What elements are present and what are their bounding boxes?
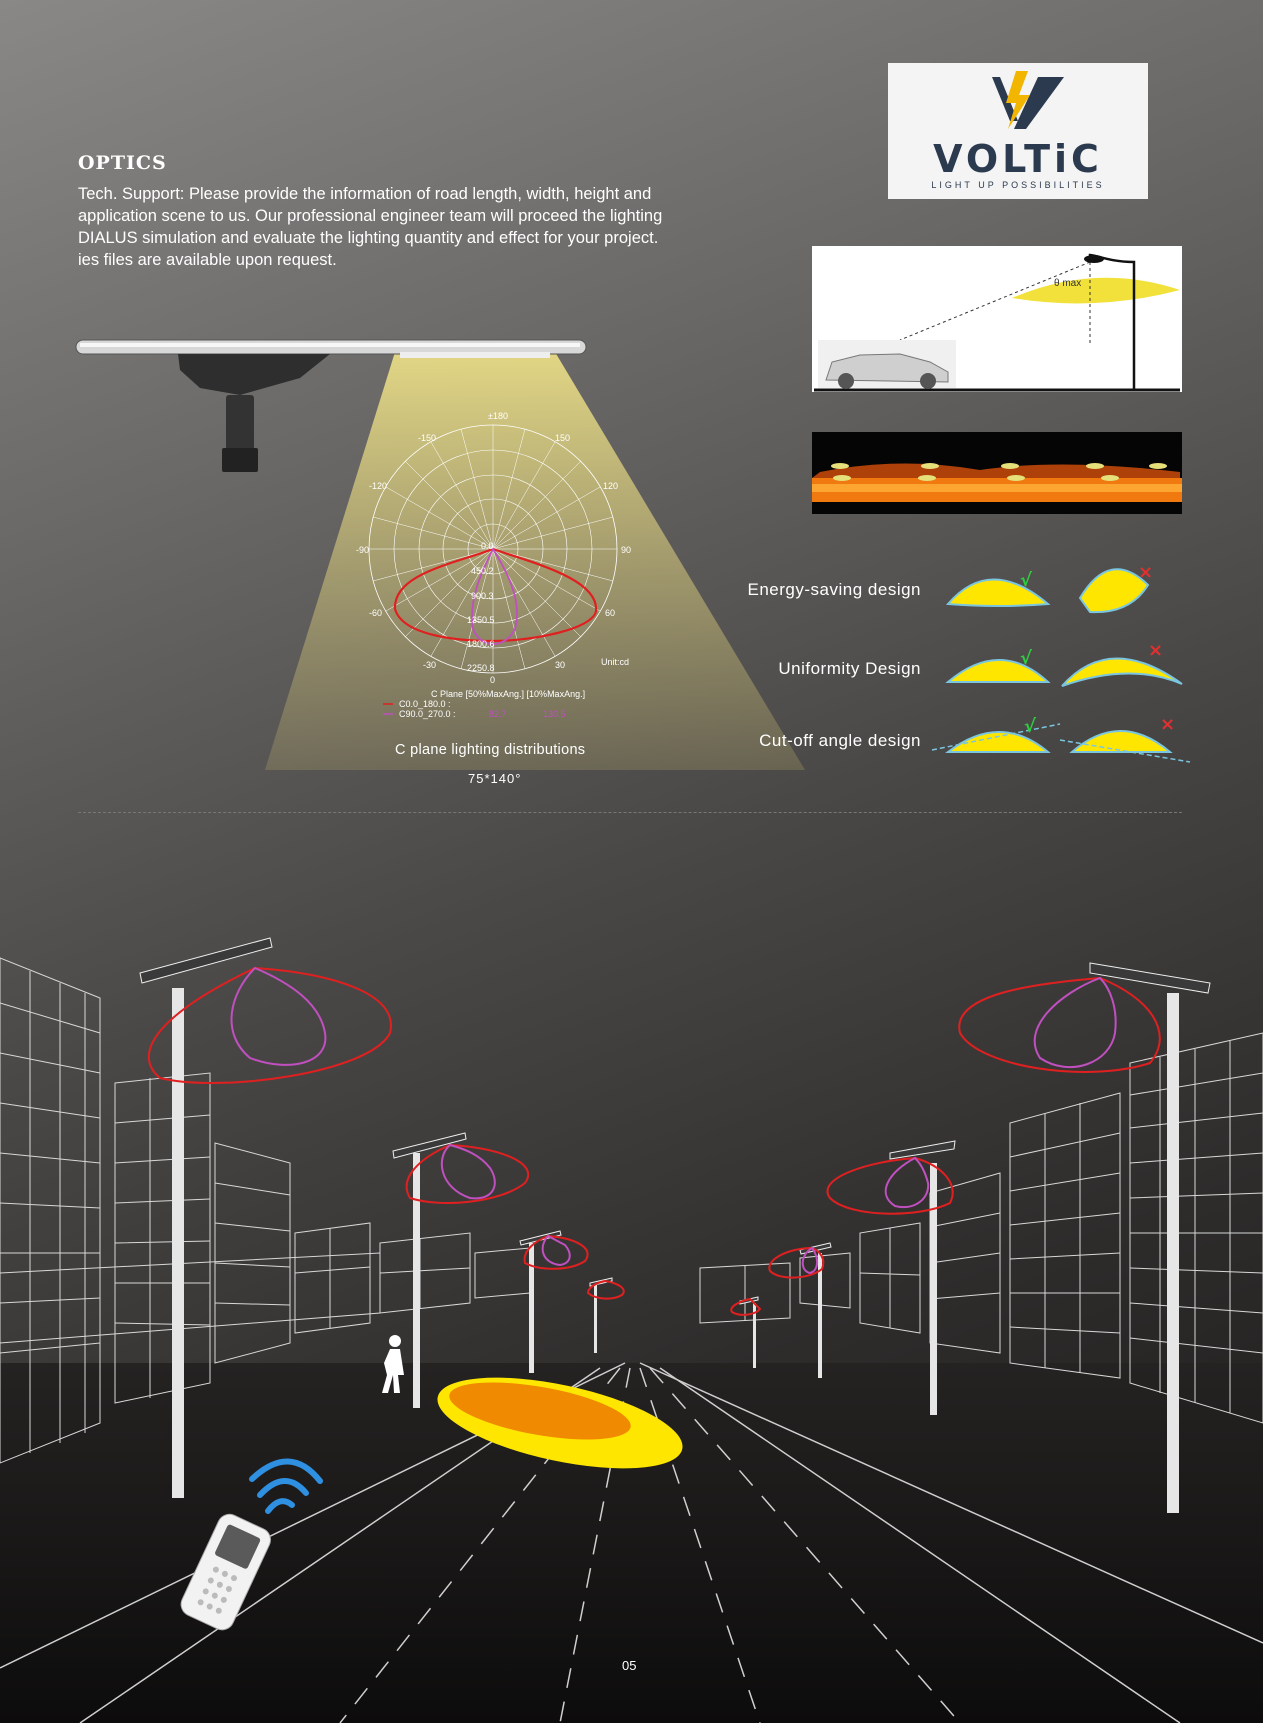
angle-label: -60 bbox=[369, 608, 382, 618]
intro-line: application scene to us. Our professiona… bbox=[78, 207, 663, 225]
brand-tagline: LIGHT UP POSSIBILITIES bbox=[931, 180, 1105, 190]
brand-name: VOLTiC bbox=[933, 137, 1103, 181]
road-simulation bbox=[812, 432, 1182, 514]
polar-caption: C plane lighting distributions bbox=[395, 742, 586, 758]
remote-control-icon bbox=[180, 1513, 271, 1631]
good-mark-icon: √ bbox=[1020, 570, 1033, 591]
intro-line: Tech. Support: Please provide the inform… bbox=[78, 185, 652, 203]
radial-label: 900.3 bbox=[471, 591, 494, 601]
radial-label: 450.2 bbox=[471, 566, 494, 576]
street-scene bbox=[0, 937, 1263, 1723]
angle-label: -120 bbox=[369, 481, 387, 491]
legend-value: 82.7 bbox=[489, 709, 507, 719]
angle-label: 60 bbox=[605, 608, 615, 618]
bad-mark-icon: × bbox=[1160, 714, 1175, 735]
legend-label: C0.0_180.0 : bbox=[399, 699, 451, 709]
legend-value: 130.5 bbox=[543, 709, 566, 719]
angle-label: ±180 bbox=[488, 411, 508, 421]
street-light-fixture bbox=[75, 339, 587, 472]
section-title: OPTICS bbox=[78, 152, 167, 174]
lamp-heads bbox=[139, 937, 1211, 1305]
luminaire-photometry: ±180 -150 150 -120 120 -90 90 -60 60 -30… bbox=[75, 246, 1191, 770]
radial-label: 1350.5 bbox=[467, 615, 495, 625]
good-mark-icon: √ bbox=[1020, 648, 1033, 669]
legend-header: C Plane [50%MaxAng.] [10%MaxAng.] bbox=[431, 689, 585, 699]
polar-diagram: ±180 -150 150 -120 120 -90 90 -60 60 -30… bbox=[356, 411, 631, 719]
c0-curve bbox=[393, 547, 598, 643]
section-divider bbox=[78, 812, 1182, 813]
intro-line: ies files are available upon request. bbox=[78, 251, 337, 269]
buildings-left bbox=[0, 957, 531, 1464]
pole-icon bbox=[1088, 253, 1136, 390]
design-label: Energy-saving design bbox=[747, 580, 921, 599]
beam-angle: 75*140° bbox=[468, 771, 522, 786]
design-shapes bbox=[931, 568, 1191, 763]
street-poles bbox=[172, 988, 1179, 1513]
angle-label: -30 bbox=[423, 660, 436, 670]
design-label: Cut-off angle design bbox=[759, 731, 921, 750]
radial-label: 0.0 bbox=[481, 541, 494, 551]
theta-label: θ max bbox=[1054, 278, 1081, 289]
angle-label: 30 bbox=[555, 660, 565, 670]
brand-logo: VOLTiC LIGHT UP POSSIBILITIES bbox=[888, 63, 1148, 199]
bad-mark-icon: × bbox=[1138, 562, 1153, 583]
legend-label: C90.0_270.0 : bbox=[399, 709, 456, 719]
intro-line: DIALUS simulation and evaluate the light… bbox=[78, 229, 659, 247]
intro-text: Tech. Support: Please provide the inform… bbox=[78, 183, 738, 271]
radial-label: 2250.8 bbox=[467, 663, 495, 673]
good-mark-icon: √ bbox=[1024, 716, 1037, 737]
radial-label: 1800.6 bbox=[467, 639, 495, 649]
page-number: 05 bbox=[622, 1658, 637, 1673]
logo-mark-icon bbox=[968, 71, 1064, 129]
light-cone bbox=[1012, 277, 1180, 304]
bad-mark-icon: × bbox=[1148, 640, 1163, 661]
angle-label: 0 bbox=[490, 675, 495, 685]
photometric-curves bbox=[148, 966, 1161, 1316]
angle-label: 90 bbox=[621, 545, 631, 555]
c90-curve bbox=[471, 547, 518, 645]
angle-label: -90 bbox=[356, 545, 369, 555]
car-icon bbox=[825, 353, 949, 383]
design-label: Uniformity Design bbox=[778, 659, 921, 678]
angle-label: 120 bbox=[603, 481, 618, 491]
pedestrian-icon bbox=[382, 1335, 404, 1393]
cutoff-angle-diagram: θ max bbox=[812, 246, 1182, 392]
unit-label: Unit:cd bbox=[601, 657, 629, 667]
angle-label: 150 bbox=[555, 433, 570, 443]
wifi-signal-icon bbox=[249, 1458, 323, 1514]
angle-label: -150 bbox=[418, 433, 436, 443]
light-beam bbox=[265, 352, 805, 770]
